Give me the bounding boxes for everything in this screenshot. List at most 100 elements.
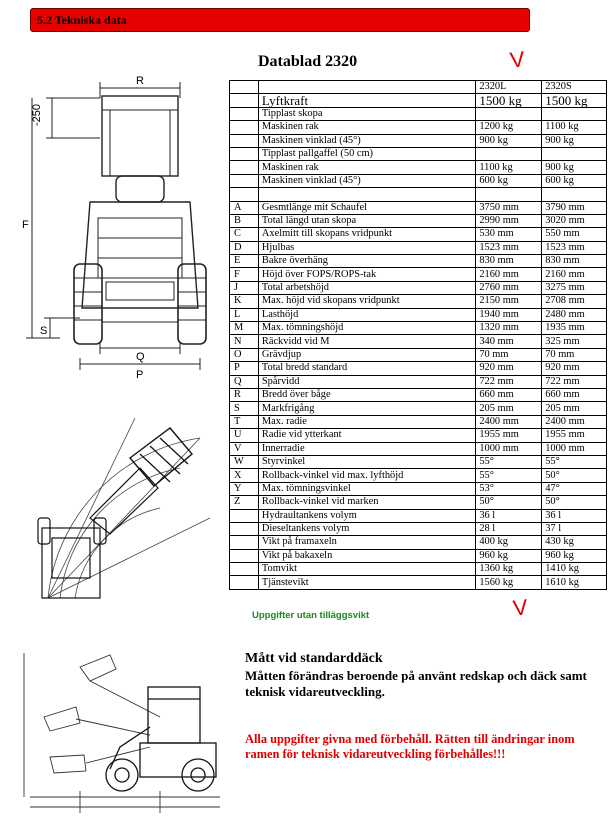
cell-code: M	[229, 321, 259, 336]
cell-value-2320l: 2150 mm	[475, 294, 543, 309]
table-row: Tipplast skopa	[229, 106, 607, 122]
cell-value-2320l: 830 mm	[475, 254, 543, 269]
cell-value-2320l	[475, 146, 543, 162]
dim-label-p: P	[136, 369, 143, 381]
standard-tire-title: Mått vid standarddäck	[245, 651, 383, 666]
dim-label-f: F	[22, 219, 29, 231]
cell-label: Max. tömningsvinkel	[257, 481, 477, 497]
cell-label: Axelmitt till skopans vridpunkt	[257, 227, 477, 242]
cell-code: B	[229, 213, 259, 229]
cell-label: Hjulbas	[257, 240, 477, 256]
cell-label: Styrvinkel	[257, 454, 477, 470]
cell-label: Tipplast skopa	[257, 106, 477, 122]
cell-value-2320l: 1500 kg	[475, 93, 543, 108]
section-header-bar: 5.2 Tekniska data	[30, 8, 530, 32]
cell-code	[229, 120, 259, 135]
cell-label: Total längd utan skopa	[257, 213, 477, 229]
disclaimer-note: Alla uppgifter givna med förbehåll. Rätt…	[245, 732, 575, 761]
cell-value-2320s	[541, 146, 607, 162]
cell-code: N	[229, 334, 259, 349]
cell-code: V	[229, 441, 259, 456]
cell-label: Max. tömningshöjd	[257, 321, 477, 336]
cell-value-2320l: 1200 kg	[475, 120, 543, 135]
cell-code: D	[229, 240, 259, 256]
cell-value-2320s: 1500 kg	[541, 93, 607, 108]
cell-value-2320l: 920 mm	[475, 361, 543, 376]
cell-code: U	[229, 428, 259, 443]
cell-label: Dieseltankens volym	[257, 521, 477, 537]
cell-value-2320s: 1410 kg	[541, 562, 607, 577]
cell-value-2320s: 920 mm	[541, 361, 607, 376]
cell-value-2320s	[541, 187, 607, 202]
cell-value-2320l: 2990 mm	[475, 213, 543, 229]
cell-value-2320l: 722 mm	[475, 374, 543, 389]
cell-code: Y	[229, 481, 259, 497]
cell-value-2320s: 55°	[541, 454, 607, 470]
cell-value-2320l: 1560 kg	[475, 575, 543, 590]
cell-value-2320s: 205 mm	[541, 401, 607, 416]
cell-value-2320l: 2160 mm	[475, 267, 543, 282]
cell-value-2320l: 1100 kg	[475, 160, 543, 175]
cell-code: J	[229, 280, 259, 296]
cell-label: Radie vid ytterkant	[257, 428, 477, 443]
cell-value-2320s: 430 kg	[541, 535, 607, 550]
cell-value-2320s: 47°	[541, 481, 607, 497]
cell-value-2320s: 36 l	[541, 508, 607, 523]
cell-value-2320l: 70 mm	[475, 347, 543, 363]
cell-code: C	[229, 227, 259, 242]
cell-value-2320s: 2400 mm	[541, 414, 607, 430]
cell-value-2320l: 36 l	[475, 508, 543, 523]
cell-value-2320l: 1360 kg	[475, 562, 543, 577]
cell-code	[229, 160, 259, 175]
cell-label	[257, 187, 477, 202]
header-cell-code	[229, 79, 259, 95]
cell-code: Z	[229, 495, 259, 510]
cell-code	[229, 93, 259, 108]
cell-value-2320l: 400 kg	[475, 535, 543, 550]
cell-value-2320l: 660 mm	[475, 387, 543, 403]
cell-label: Innerradie	[257, 441, 477, 456]
cell-value-2320l: 28 l	[475, 521, 543, 537]
cell-value-2320s: 1955 mm	[541, 428, 607, 443]
cell-value-2320l: 1000 mm	[475, 441, 543, 456]
cell-value-2320s: 2160 mm	[541, 267, 607, 282]
cell-value-2320s: 830 mm	[541, 254, 607, 269]
side-view-svg	[23, 653, 220, 813]
cell-label: Maskinen rak	[257, 120, 477, 135]
cell-value-2320s: 70 mm	[541, 347, 607, 363]
cell-code	[229, 187, 259, 202]
cell-code: R	[229, 387, 259, 403]
cell-label: Max. radie	[257, 414, 477, 430]
cell-code	[229, 521, 259, 537]
cell-value-2320s	[541, 106, 607, 122]
cell-label: Vikt på bakaxeln	[257, 548, 477, 564]
cell-value-2320l: 1955 mm	[475, 428, 543, 443]
spec-header-row: 2320L 2320S	[229, 79, 607, 95]
document-title: Datablad 2320	[258, 53, 358, 70]
turning-radius-drawing	[30, 398, 220, 608]
cell-code: T	[229, 414, 259, 430]
cell-value-2320s: 600 kg	[541, 173, 607, 189]
red-check-mark-top: V	[508, 46, 526, 73]
cell-label: Tomvikt	[257, 562, 477, 577]
cell-label: Höjd över FOPS/ROPS-tak	[257, 267, 477, 282]
header-cell-2320l: 2320L	[475, 79, 543, 95]
side-view-drawing	[20, 647, 230, 817]
cell-label: Total bredd standard	[257, 361, 477, 376]
cell-value-2320s: 1610 kg	[541, 575, 607, 590]
cell-label: Vikt på framaxeln	[257, 535, 477, 550]
cell-value-2320s: 50°	[541, 468, 607, 483]
cell-value-2320s: 37 l	[541, 521, 607, 537]
